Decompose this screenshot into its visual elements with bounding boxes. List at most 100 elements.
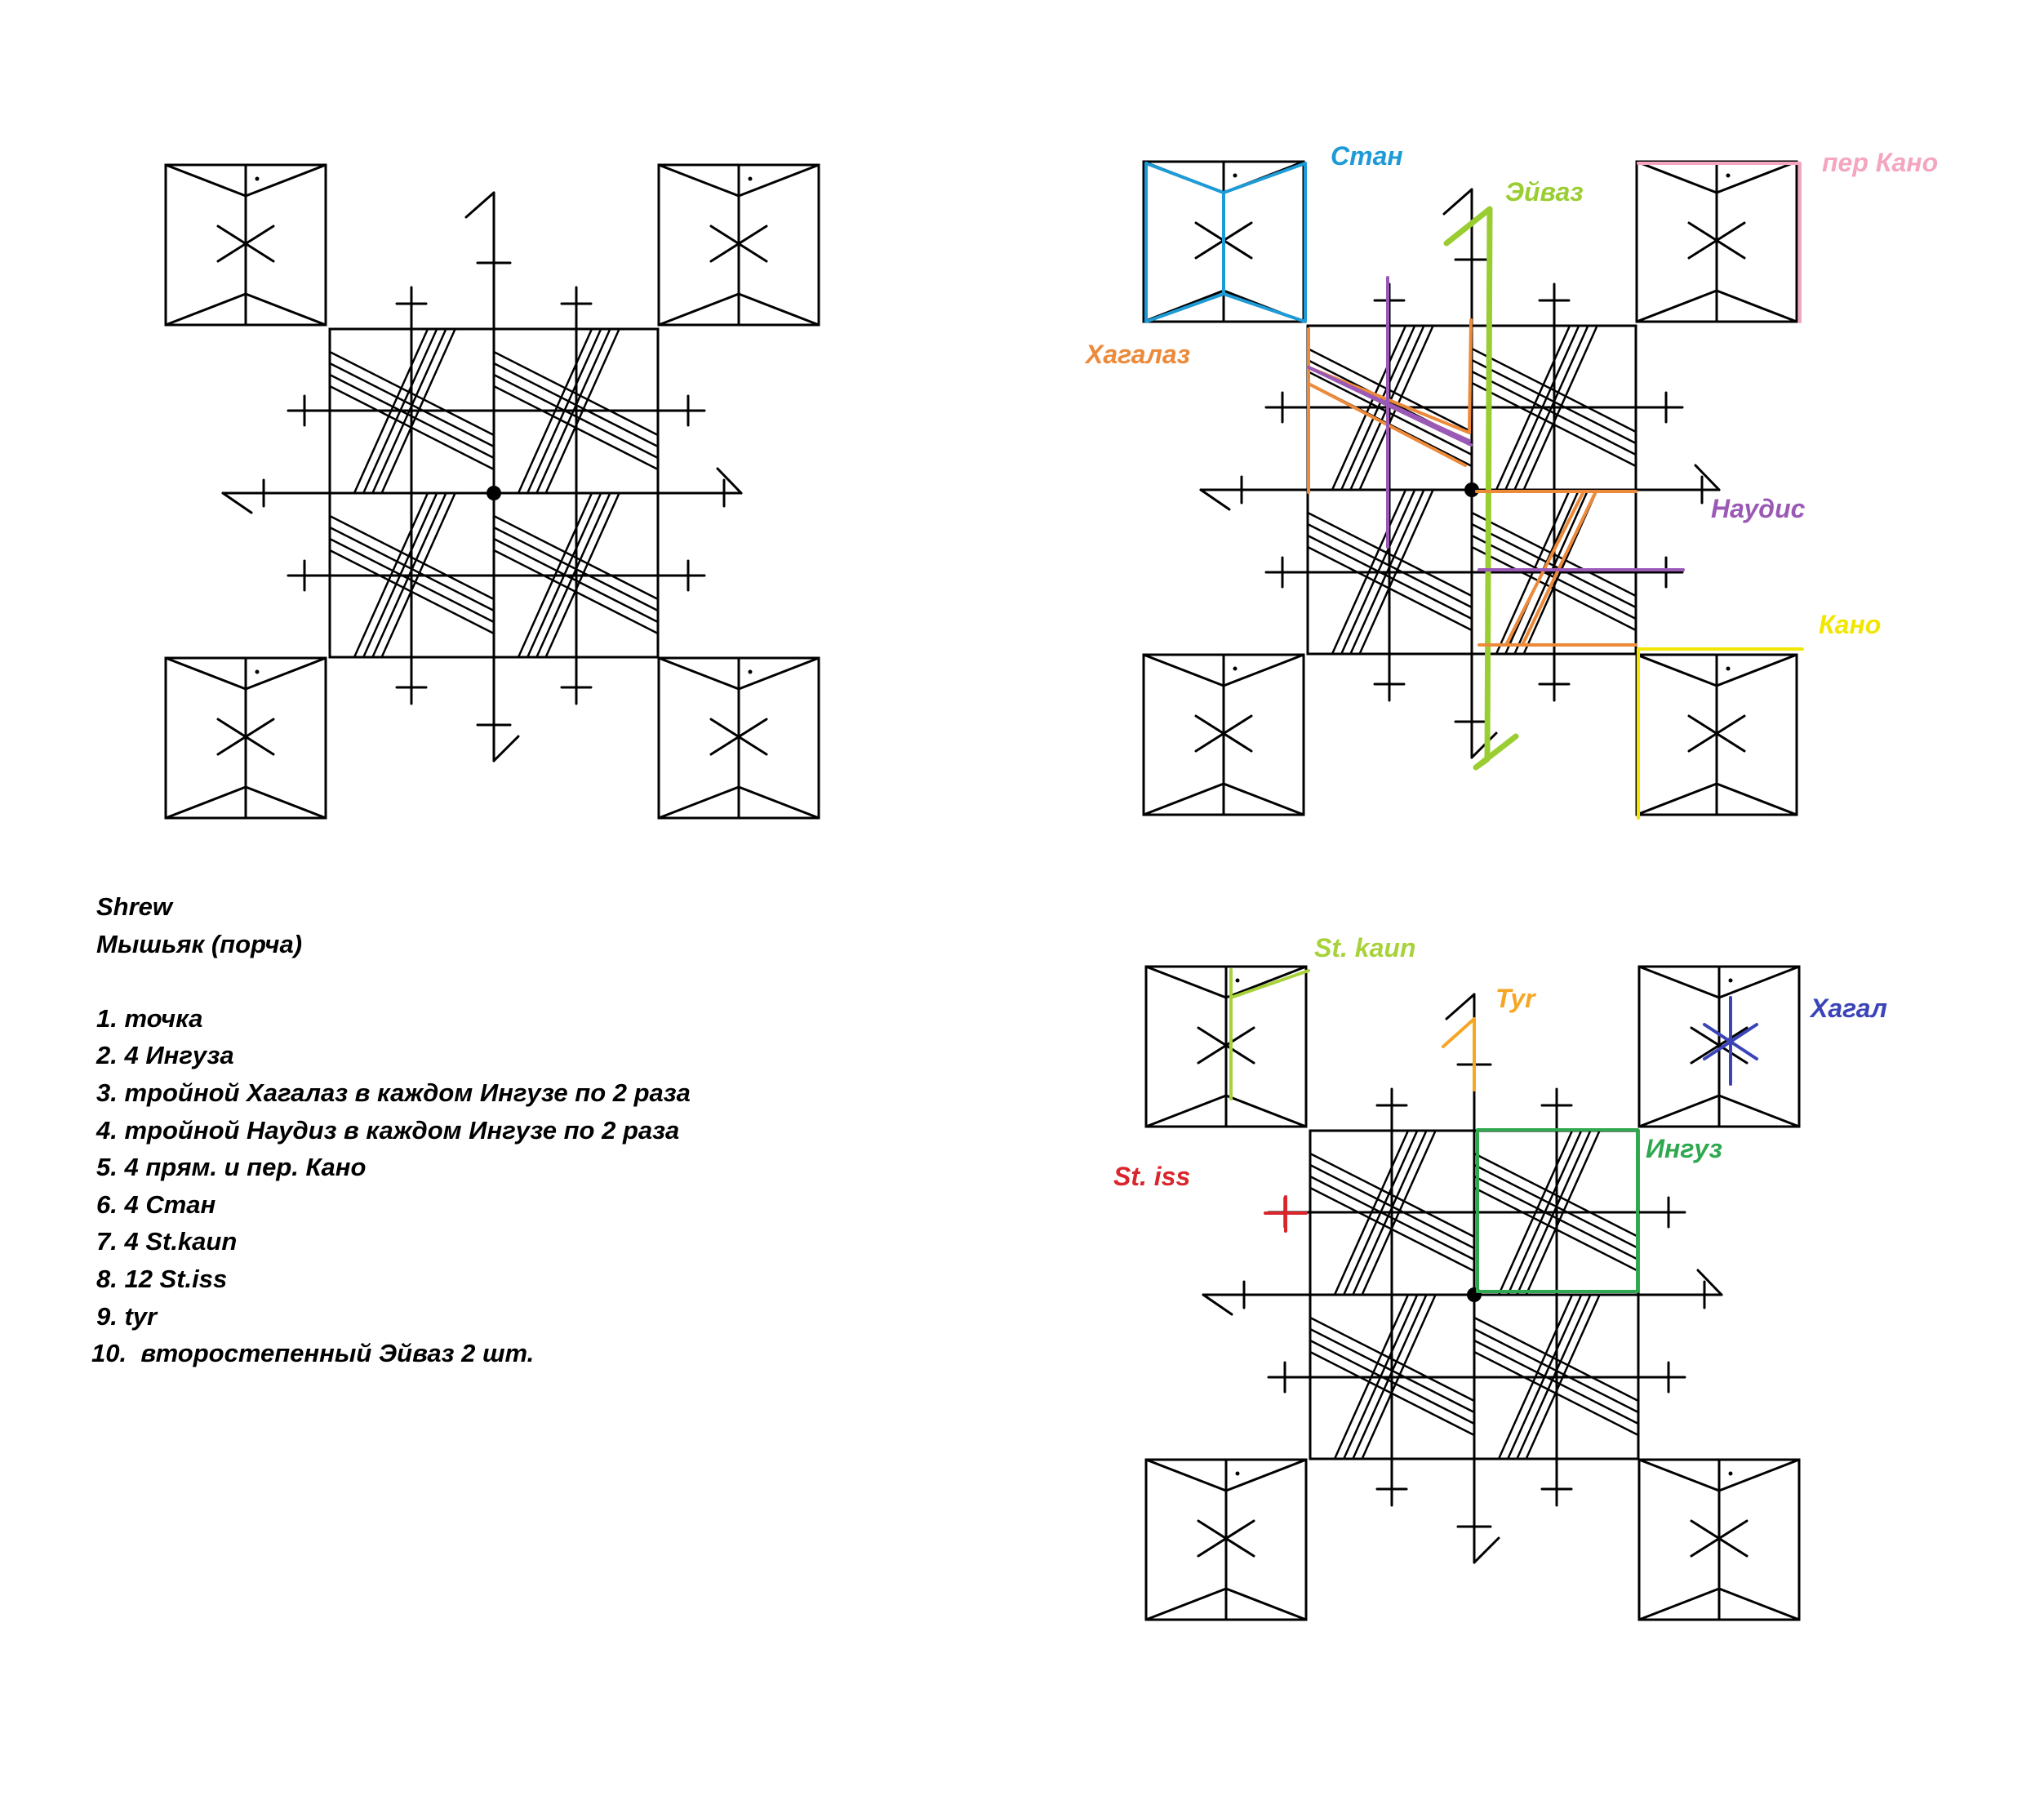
hagalaz-hatch-line [492, 350, 660, 437]
label-kano: Кано [1819, 610, 1881, 639]
stan-box-dot [1728, 978, 1733, 983]
label-hagal: Хагал [1809, 994, 1887, 1023]
stan-box-bottom-right-diag [1715, 782, 1798, 816]
kano-rune-outline [1637, 647, 1804, 820]
label-stan: Стан [1331, 141, 1403, 171]
naudis-hatch-line [371, 327, 447, 495]
hagalaz-hatch-line [1309, 1175, 1476, 1261]
label-st-kaun: St. kaun [1314, 933, 1415, 962]
stan-box-bottom-left-diag [657, 292, 740, 327]
legend-item: 9. tyr [96, 1301, 158, 1331]
stan-box-bottom-right-diag [1715, 289, 1798, 323]
stan-box-cross-b [1194, 714, 1253, 753]
stan-box-top-left-diag [1144, 1458, 1228, 1492]
stan-box-bottom-left-diag [164, 292, 247, 327]
legend-title: Shrew [96, 892, 173, 921]
stan-box-cross-b [709, 718, 768, 756]
overlay-bottom-right [1229, 968, 1758, 1293]
legend-text-block: Shrew Мышьяк (порча) 1. точка 2. 4 Ингуз… [91, 888, 831, 1372]
naudis-hatch-line [1495, 488, 1571, 656]
stan-box-top-right-diag [244, 163, 327, 198]
annotated-diagram-top-right [1142, 160, 1798, 816]
hagalaz-hatch-line [1309, 1316, 1476, 1403]
hagalaz-hatch-line [328, 514, 495, 601]
naudis-hatch-line [517, 491, 593, 659]
naudis-hatch-line [517, 327, 593, 495]
stan-box-bottom-right-diag [1224, 1587, 1308, 1621]
hagal-rune-d2 [1703, 1023, 1758, 1060]
stan-box-top-left-diag [657, 163, 740, 198]
legend-item: 7. 4 St.kaun [96, 1227, 238, 1256]
naudis-hatch-line [1497, 1129, 1574, 1296]
center-dot [1467, 1287, 1482, 1302]
legend-subtitle: Мышьяк (порча) [96, 929, 303, 958]
kano-hook-right [1694, 464, 1721, 491]
naudis-hatch-line [1331, 488, 1407, 656]
stan-box-bottom-right-diag [1224, 1094, 1308, 1128]
hagalaz-hatch-line [1309, 1339, 1476, 1425]
stan-box-top-left-diag [1635, 160, 1718, 194]
naudis-hatch-line [1516, 1293, 1592, 1460]
stan-box-top-left-diag [1637, 1458, 1721, 1492]
legend-item: 8. 12 St.iss [96, 1264, 228, 1293]
stan-box-bottom-left-diag [657, 785, 740, 820]
hagalaz-hatch-line [1470, 511, 1637, 598]
stan-box-bottom-left-diag [1142, 782, 1225, 816]
per-kano-rune-outline [1637, 162, 1802, 323]
naudis-hatch-line [371, 491, 447, 659]
eihwaz-hook-bottom [1470, 731, 1498, 759]
stan-box-cross-b [1687, 714, 1746, 753]
hagalaz-hatch-line [1306, 511, 1473, 598]
naudis-hatch-line [1516, 1129, 1592, 1296]
stan-box-dot [1726, 666, 1731, 671]
kano-hook-right [1696, 1269, 1723, 1296]
annotated-diagram-bottom-right [1144, 965, 1801, 1621]
stan-box-bottom-right-diag [737, 785, 820, 820]
legend-item: 6. 4 Стан [96, 1189, 216, 1219]
naudis-hatch-line [1361, 1129, 1437, 1296]
stan-box-bottom-left-diag [1635, 782, 1718, 816]
stan-box-bottom-right-diag [244, 785, 327, 820]
naudis-hatch-line [1513, 488, 1589, 656]
stan-box-cross-b [216, 718, 275, 756]
hagalaz-hatch-line [1473, 1316, 1640, 1403]
stan-box-cross-b [1690, 1519, 1749, 1558]
stan-box-top-left-diag [1142, 653, 1225, 687]
legend-item: 1. точка [96, 1003, 203, 1033]
hagalaz-hatch-line [492, 514, 660, 601]
naudis-hatch-line [1331, 324, 1407, 491]
base-diagram-top-left [164, 163, 820, 820]
hagalaz-hatch-line [1306, 534, 1473, 620]
overlay-top-right [1144, 162, 1804, 820]
naudis-hatch-line [544, 327, 620, 495]
hagalaz-hatch-line [1473, 1152, 1640, 1238]
naudis-hatch-line [353, 491, 429, 659]
label-naudis: Наудис [1711, 494, 1806, 523]
naudis-hatch-line [1525, 1129, 1601, 1296]
naudis-hatch-line [1358, 488, 1434, 656]
kano-hook-left [1199, 488, 1231, 511]
label-per-kano: пер Кано [1822, 148, 1938, 177]
naudis-hatch-line [535, 491, 611, 659]
naudis-hatch-line [1352, 1293, 1428, 1460]
stan-box-dot [1233, 666, 1238, 671]
hagalaz-hatch-line [1309, 1152, 1476, 1238]
legend-item: 2. 4 Ингуза [96, 1041, 234, 1070]
hagalaz-hatch-line [1306, 347, 1473, 433]
naudis-hatch-line [1495, 324, 1571, 491]
stan-box-bottom-left-diag [1637, 1094, 1721, 1128]
naudis-hatch-line [1349, 488, 1425, 656]
stan-box-bottom-right-diag [244, 292, 327, 327]
eihwaz-rune-stroke [1443, 206, 1519, 771]
inguz-rune-square [1476, 1128, 1639, 1293]
naudis-hatch-line [535, 327, 611, 495]
stan-box-top-right-diag [737, 163, 820, 198]
naudis-hatch-line [380, 327, 456, 495]
stan-box-top-left-diag [657, 656, 740, 691]
label-eihwaz: Эйваз [1505, 177, 1584, 207]
naudis-hatch-line [1333, 1293, 1410, 1460]
stan-box-top-right-diag [737, 656, 820, 691]
label-hagalaz: Хагалаз [1084, 340, 1190, 369]
stan-box-top-left-diag [164, 163, 247, 198]
